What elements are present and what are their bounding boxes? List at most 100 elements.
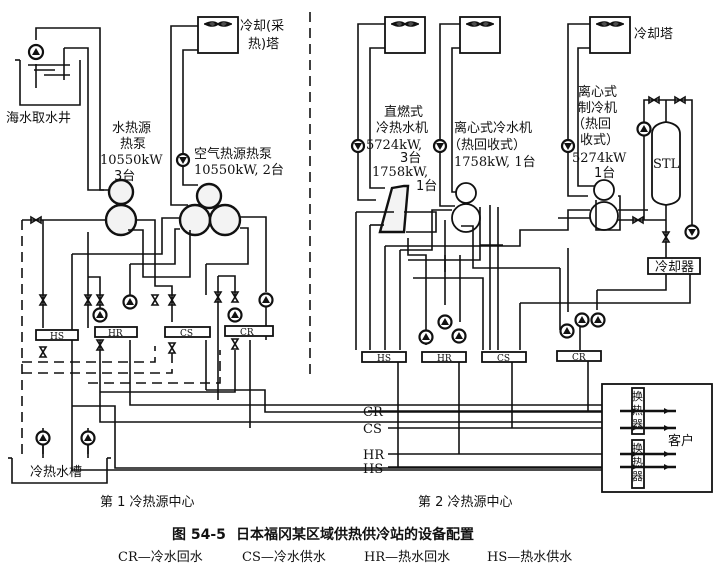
- centrifugal-chiller-hr-unit: [451, 182, 481, 233]
- seawater-well: [15, 27, 110, 191]
- header-cr-1: CR: [240, 328, 254, 338]
- cooling-tower-2b: [439, 16, 501, 207]
- absorption-label-3: 5724kW,: [366, 138, 422, 153]
- valve-icon: [167, 294, 177, 306]
- centrifugal-ref-label-6: 1台: [594, 166, 615, 181]
- cooling-tower-2c: [567, 16, 631, 197]
- centrifugal-ref-label-2: 制冷机: [578, 101, 617, 116]
- air-source-heat-pump: [178, 182, 242, 237]
- figure-number: 图 54-5: [172, 527, 226, 543]
- cooling-water-pump-2b-icon: [432, 138, 448, 154]
- pump-icon: [574, 312, 590, 328]
- pump-icon: [451, 328, 467, 344]
- absorption-label-6: 1台: [416, 179, 437, 194]
- heat-exchanger-2-char-2: 热: [632, 456, 643, 469]
- valve-icon: [83, 294, 93, 306]
- centrifugal-hr-label-2: （热回收式）: [448, 138, 526, 153]
- headers-center2: HS HR CS CR: [361, 350, 602, 467]
- header-hs-1: HS: [50, 332, 64, 342]
- heat-exchanger-1-char-2: 热: [632, 404, 643, 417]
- absorption-label-5: 1758kW,: [372, 165, 428, 180]
- seawater-pump-icon: [27, 43, 45, 61]
- cooling-water-pump-2c-icon: [560, 138, 576, 154]
- cooling-water-pump-1-icon: [175, 152, 191, 168]
- pump-icon: [590, 312, 606, 328]
- absorption-label-1: 直燃式: [384, 104, 423, 120]
- pump-icon: [122, 294, 138, 310]
- legend-cs: CS—冷水供水: [242, 550, 326, 565]
- absorption-chiller-unit: [378, 184, 410, 234]
- pump-icon: [92, 307, 108, 323]
- valve-icons-center1: [30, 215, 240, 358]
- seawater-well-label: 海水取水井: [6, 111, 71, 126]
- centrifugal-ref-label-5: 5274kW: [572, 151, 627, 166]
- pump-icon: [684, 224, 700, 240]
- center1-label: 第 1 冷热源中心: [100, 495, 195, 510]
- air-source-hp-label-2: 10550kW, 2台: [194, 163, 284, 178]
- water-source-heat-pump: [104, 178, 138, 237]
- tank-label: 冷热水槽: [30, 465, 82, 480]
- cooling-tower-1: [170, 16, 239, 206]
- water-source-hp-label-1: 水热源: [112, 121, 151, 136]
- stl-label: STL: [653, 157, 680, 172]
- centrifugal-ref-label-3: （热回: [572, 117, 611, 132]
- cooling-tower-1-label-2: 热)塔: [248, 37, 279, 52]
- customer-area: [601, 383, 713, 493]
- pump-icon: [258, 292, 274, 308]
- air-source-hp-label-1: 空气热源热泵: [194, 146, 272, 162]
- absorption-label-2: 冷热水机: [376, 121, 428, 136]
- cold-hot-water-tank: [8, 445, 111, 484]
- centrifugal-hr-label-3: 1758kW, 1台: [454, 155, 536, 170]
- pump-icon: [437, 314, 453, 330]
- cooler: [647, 257, 701, 275]
- valve-icon: [230, 291, 240, 303]
- pump-icon: [636, 121, 652, 137]
- valve-icon: [674, 95, 686, 105]
- pump-icon: [35, 430, 51, 446]
- header-hr-1: HR: [108, 329, 123, 339]
- cooling-tower-1-label-1: 冷却(采: [240, 19, 284, 34]
- headers-center1: HS HR CS CR: [35, 325, 274, 342]
- legend-cr: CR—冷水回水: [118, 550, 203, 565]
- cooler-label: 冷却器: [655, 260, 694, 275]
- figure-title: 日本福冈某区域供热供冷站的设备配置: [236, 526, 474, 543]
- pipe-label-cr: CR: [363, 405, 384, 420]
- pipe-label-cs: CS: [363, 422, 382, 437]
- water-source-hp-label-3: 10550kW: [100, 153, 163, 168]
- header-hs-2: HS: [377, 354, 391, 364]
- valve-icon: [150, 294, 160, 306]
- valve-icon: [30, 215, 42, 225]
- header-hr-2: HR: [437, 354, 452, 364]
- header-cs-2: CS: [497, 354, 510, 364]
- center1-piping: [22, 216, 620, 471]
- valve-icons-center2: [632, 95, 686, 243]
- valve-icon: [632, 215, 644, 225]
- cooling-tower-2a: [357, 16, 426, 201]
- pipe-label-hr: HR: [363, 448, 385, 463]
- valve-icon: [230, 338, 240, 350]
- header-cr-2: CR: [572, 353, 586, 363]
- legend-hr: HR—热水回水: [364, 550, 450, 565]
- pump-icons-center2: [418, 121, 700, 345]
- valve-icon: [38, 346, 48, 358]
- valve-icon: [95, 294, 105, 306]
- header-cs-1: CS: [180, 329, 193, 339]
- center2-label: 第 2 冷热源中心: [418, 495, 513, 510]
- cooling-tower-2-label: 冷却塔: [634, 27, 673, 42]
- valve-icon: [661, 231, 671, 243]
- valve-icon: [648, 95, 660, 105]
- cooling-water-pump-2a-icon: [350, 138, 366, 154]
- valve-icon: [213, 291, 223, 303]
- center2-piping: [355, 195, 691, 350]
- pump-icon: [227, 307, 243, 323]
- centrifugal-ref-label-1: 离心式: [578, 84, 617, 100]
- stl-tank: [618, 99, 693, 258]
- water-source-hp-label-2: 热泵: [120, 137, 146, 152]
- heat-exchanger-1-char-3: 器: [632, 418, 643, 431]
- heat-exchanger-1-char-1: 换: [632, 389, 643, 403]
- centrifugal-refrigerator-unit: [589, 179, 619, 231]
- pump-icon: [418, 329, 434, 345]
- valve-icon: [167, 342, 177, 354]
